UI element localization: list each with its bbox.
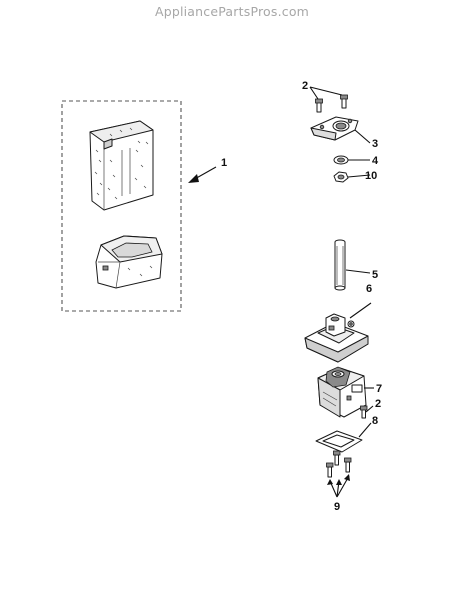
leader-line-10 bbox=[347, 174, 371, 178]
screw-set-bottom-part bbox=[326, 450, 352, 478]
foam-base-part bbox=[95, 235, 163, 289]
leader-line-3 bbox=[354, 129, 371, 144]
watermark: AppliancePartsPros.com bbox=[154, 4, 310, 19]
kit-dashed-outline bbox=[61, 100, 182, 312]
callout-9: 9 bbox=[334, 501, 340, 513]
leader-line-2-mid bbox=[365, 405, 374, 413]
washer-part bbox=[333, 155, 349, 165]
leader-line-5 bbox=[345, 269, 371, 274]
mounting-bracket-part bbox=[310, 116, 359, 141]
insulation-cover-part bbox=[89, 120, 154, 211]
callout-3: 3 bbox=[372, 138, 378, 150]
screw-middle-part bbox=[360, 405, 368, 419]
callout-7: 7 bbox=[376, 383, 382, 395]
callout-2-mid: 2 bbox=[375, 398, 381, 410]
callout-6: 6 bbox=[366, 283, 372, 295]
screw-pair-top-part bbox=[315, 94, 348, 113]
arrowhead-icon bbox=[336, 479, 342, 485]
arrowhead-icon bbox=[188, 174, 199, 183]
leader-line-6 bbox=[349, 302, 372, 319]
gasket-part bbox=[315, 430, 363, 453]
callout-8: 8 bbox=[372, 415, 378, 427]
gear-housing-part bbox=[317, 366, 367, 418]
cover-plate-part bbox=[304, 313, 369, 363]
callout-10: 10 bbox=[365, 170, 377, 182]
callout-1: 1 bbox=[221, 157, 227, 169]
leader-line-8 bbox=[358, 422, 372, 438]
arrowhead-icon bbox=[327, 479, 333, 485]
threaded-rod-part bbox=[334, 239, 346, 291]
callout-5: 5 bbox=[372, 269, 378, 281]
callout-4: 4 bbox=[372, 155, 379, 167]
leader-line-2-top bbox=[309, 86, 343, 100]
nut-part bbox=[333, 171, 349, 183]
arrowhead-icon bbox=[344, 474, 350, 481]
callout-2-top: 2 bbox=[302, 80, 308, 92]
